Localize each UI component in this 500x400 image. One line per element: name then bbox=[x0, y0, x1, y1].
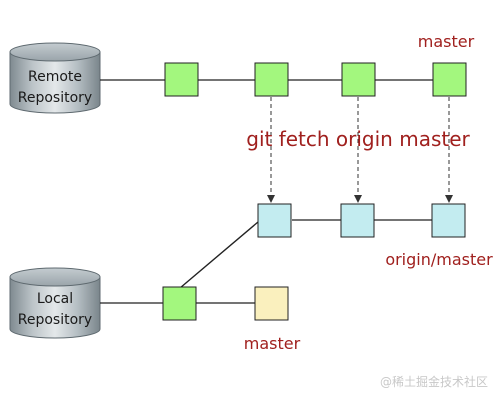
local-repository: Local Repository bbox=[9, 267, 101, 339]
remote-repository: Remote Repository bbox=[9, 42, 101, 114]
local-master-label: master bbox=[244, 334, 301, 353]
local-master-commit bbox=[254, 286, 289, 321]
remote-commits bbox=[164, 62, 467, 97]
local-commits bbox=[162, 286, 289, 321]
remote-commit-3 bbox=[341, 62, 376, 97]
remote-commit-1 bbox=[164, 62, 199, 97]
fetch-arrows bbox=[267, 97, 453, 203]
local-commit-1 bbox=[162, 286, 197, 321]
remote-commit-4 bbox=[432, 62, 467, 97]
remote-repository-label-line1: Remote bbox=[28, 69, 82, 85]
remote-repository-label-line2: Repository bbox=[18, 90, 92, 106]
origin-commit-1 bbox=[257, 203, 292, 238]
origin-commit-3 bbox=[431, 203, 466, 238]
remote-commit-2 bbox=[254, 62, 289, 97]
local-repository-label-line2: Repository bbox=[18, 312, 92, 328]
origin-master-label: origin/master bbox=[385, 250, 493, 269]
local-repository-label-line1: Local bbox=[37, 291, 73, 307]
origin-commits bbox=[257, 203, 466, 238]
fetch-command-label: git fetch origin master bbox=[246, 127, 470, 151]
remote-master-label: master bbox=[418, 32, 475, 51]
origin-commit-2 bbox=[340, 203, 375, 238]
watermark: @稀土掘金技术社区 bbox=[379, 375, 488, 389]
